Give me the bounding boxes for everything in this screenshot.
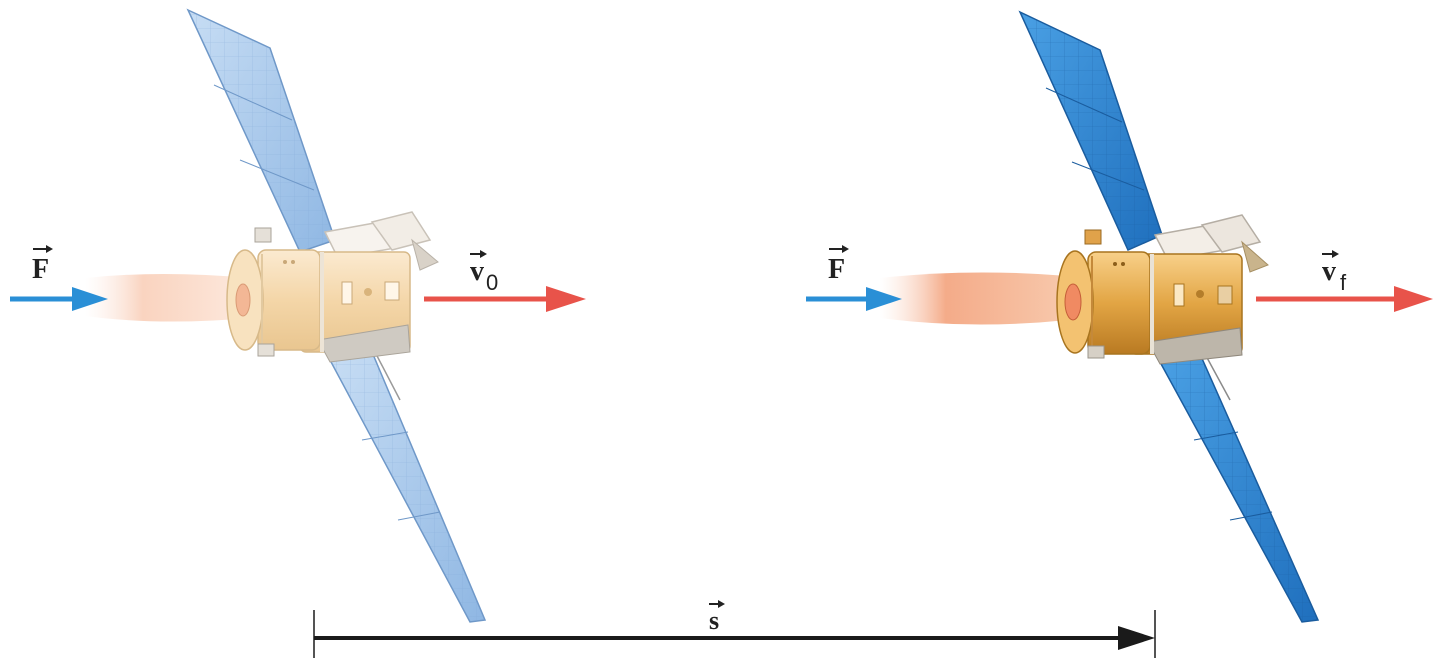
velocity-label-initial: v 0 <box>470 250 498 295</box>
vector-arrowhead-icon <box>46 245 53 253</box>
force-symbol-left: F <box>32 254 49 285</box>
velocity-subscript-initial: 0 <box>486 270 498 295</box>
satellite-equipment <box>1153 214 1269 273</box>
velocity-subscript-final: f <box>1340 270 1347 295</box>
velocity-label-final: v f <box>1322 250 1347 295</box>
solar-panel-upper <box>186 8 336 253</box>
exhaust-plume <box>85 274 250 322</box>
satellite-final <box>880 10 1320 623</box>
vector-arrowhead-icon <box>842 245 849 253</box>
satellite-initial <box>85 8 487 623</box>
displacement-symbol: s <box>709 606 719 635</box>
displacement-arrow <box>313 610 1156 658</box>
satellite-equipment <box>323 211 439 271</box>
satellite-body <box>226 227 411 363</box>
force-label-right: F <box>828 245 849 285</box>
vector-arrowhead-icon <box>480 250 487 258</box>
velocity-symbol-initial: v <box>470 256 484 287</box>
vector-arrowhead-icon <box>1332 250 1339 258</box>
vector-arrowhead-icon <box>718 600 725 608</box>
satellite-body <box>1056 229 1243 365</box>
force-arrow-right <box>806 287 902 311</box>
velocity-arrow-final <box>1256 286 1433 312</box>
exhaust-plume <box>880 272 1068 325</box>
force-symbol-right: F <box>828 254 845 285</box>
solar-panel-upper <box>1018 10 1163 251</box>
force-label-left: F <box>32 245 53 285</box>
solar-panel-lower <box>1158 353 1320 623</box>
solar-panel-lower <box>328 351 487 623</box>
velocity-arrow-initial <box>424 286 586 312</box>
force-arrow-left <box>10 287 108 311</box>
displacement-label: s <box>709 600 725 635</box>
velocity-symbol-final: v <box>1322 256 1336 287</box>
